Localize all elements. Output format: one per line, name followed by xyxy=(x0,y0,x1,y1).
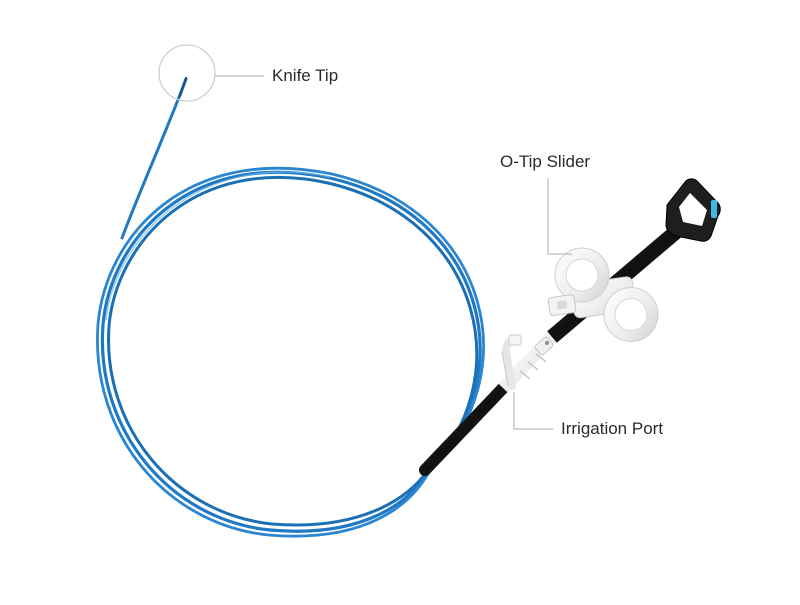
thumb-ring-hole xyxy=(679,193,707,226)
slider-ring-lower-hole xyxy=(614,298,648,332)
thumb-ring-accent xyxy=(711,200,717,218)
knife-tip-highlight-circle xyxy=(158,44,216,102)
thumb-ring xyxy=(665,178,721,242)
callout-o-tip-slider xyxy=(547,178,572,255)
o-tip-slider-leader-line xyxy=(547,178,572,255)
catheter-distal-strand xyxy=(120,77,188,240)
slider-ring-upper-hole xyxy=(565,258,599,292)
strain-relief-ridges xyxy=(519,353,547,380)
callout-irrigation-port xyxy=(513,392,553,430)
callout-knife-tip xyxy=(158,44,264,102)
irrigation-port-leader-line xyxy=(513,392,553,430)
port-collar-dot xyxy=(545,341,549,345)
o-tip-slider-label: O-Tip Slider xyxy=(500,152,591,171)
slider-lock-slot xyxy=(556,300,568,310)
catheter-highlight xyxy=(105,171,331,321)
knife-tip-label: Knife Tip xyxy=(272,66,339,85)
black-sheath xyxy=(419,380,511,476)
irrigation-tube xyxy=(501,335,520,390)
o-tip-slider xyxy=(547,247,659,343)
catheter-loop-3 xyxy=(96,167,485,538)
irrigation-cap xyxy=(508,334,522,346)
irrigation-tube-edge xyxy=(501,351,509,387)
catheter-loop-1 xyxy=(100,170,482,533)
catheter-coil xyxy=(96,76,485,538)
catheter-loop-2 xyxy=(107,176,479,527)
irrigation-port xyxy=(501,334,554,390)
knife-tip-needle xyxy=(178,76,188,98)
irrigation-port-label: Irrigation Port xyxy=(561,419,664,438)
